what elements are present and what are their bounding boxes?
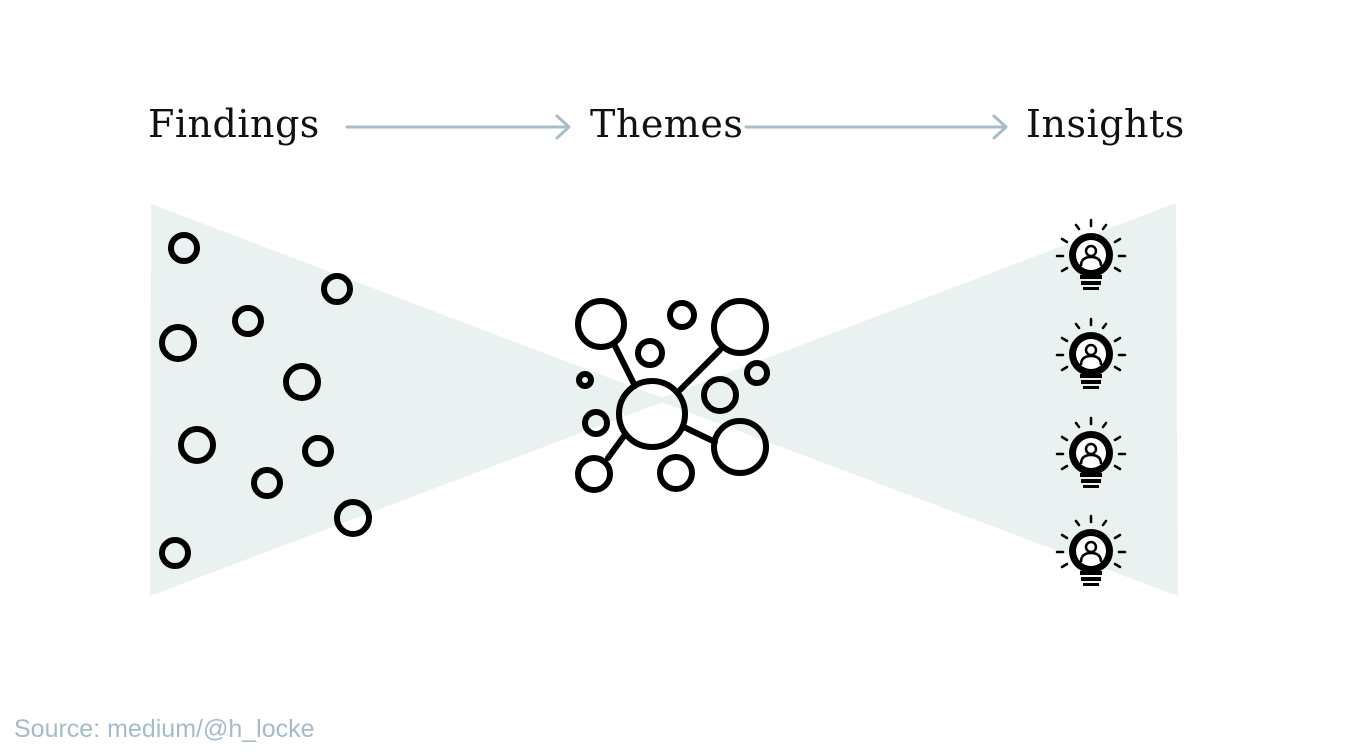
stage-label-insights: Insights <box>1026 102 1185 146</box>
network-icon <box>575 298 770 493</box>
circle-icon <box>251 467 283 499</box>
circle-icon <box>321 273 353 305</box>
arrow-findings-to-themes <box>345 114 571 140</box>
stage-label-findings: Findings <box>148 102 320 146</box>
circle-icon <box>232 305 264 337</box>
stage-label-themes: Themes <box>590 102 744 146</box>
circle-icon <box>159 324 197 362</box>
arrow-themes-to-insights <box>744 114 1008 140</box>
circle-icon <box>168 232 200 264</box>
circle-icon <box>302 435 334 467</box>
circle-icon <box>334 499 372 537</box>
circle-icon <box>178 426 216 464</box>
funnel-left-shape <box>150 204 668 596</box>
findings-circles <box>159 232 372 569</box>
source-caption: Source: medium/@h_locke <box>14 715 315 743</box>
circle-icon <box>159 537 191 569</box>
funnel-right-shape <box>656 203 1178 596</box>
circle-icon <box>283 363 321 401</box>
